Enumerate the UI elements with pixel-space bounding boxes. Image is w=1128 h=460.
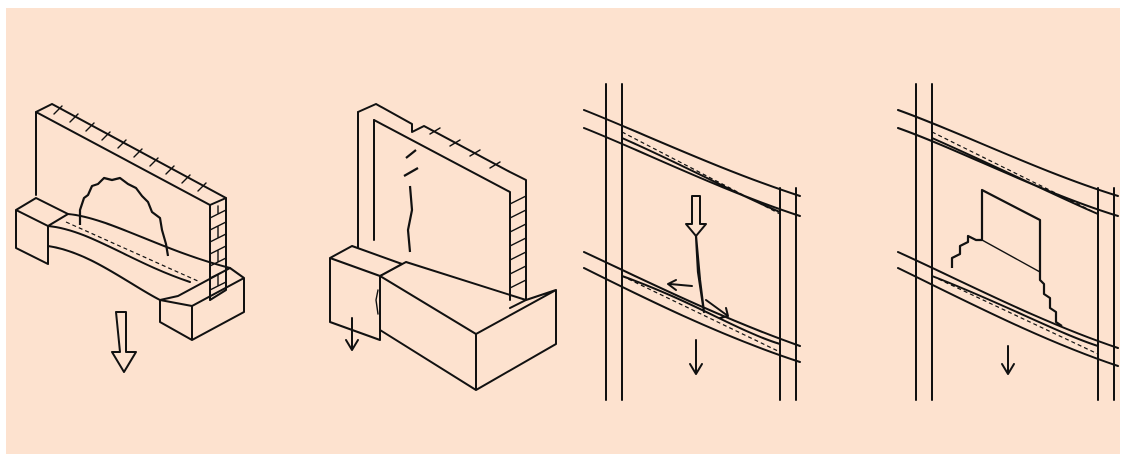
brick-joints-end <box>209 205 227 291</box>
infill-panel <box>931 137 1099 347</box>
big-block <box>379 261 557 391</box>
crack-diagonal <box>981 239 1041 273</box>
original-line <box>65 221 201 283</box>
wall-face <box>373 119 511 301</box>
bottom-beam <box>897 251 1119 367</box>
settlement-arrow-icon <box>345 317 359 351</box>
block-gap <box>375 289 379 315</box>
vertical-crack-icon <box>403 149 419 253</box>
panel-wall-differential <box>329 103 557 391</box>
load-arrow-icon <box>685 195 707 237</box>
panel-background <box>6 8 1120 454</box>
settlement-arrow-icon <box>1001 345 1015 375</box>
brick-joints-top <box>53 105 207 192</box>
wall-top-outline <box>357 103 527 309</box>
panel-wall-sagging <box>15 103 245 373</box>
vertical-crack <box>694 234 706 314</box>
right-block <box>159 267 245 341</box>
panel-frame-stepped-crack <box>897 83 1119 401</box>
top-beam <box>583 109 801 217</box>
brick-joints <box>429 127 527 289</box>
top-beam <box>897 109 1119 217</box>
panel-frame-vertical-crack <box>583 83 801 401</box>
settlement-arrow-icon <box>111 311 137 373</box>
wall-end <box>209 197 227 301</box>
bottom-beam-original <box>931 275 1099 355</box>
left-block <box>15 197 69 265</box>
wall-left-edge <box>357 111 375 249</box>
top-beam-original <box>931 131 1099 215</box>
bottom-beam <box>583 251 801 363</box>
spreading-arrows-icon <box>667 279 729 319</box>
wall-top <box>35 103 227 206</box>
arch-crack-icon <box>78 176 170 257</box>
settlement-arrow-icon <box>689 339 703 375</box>
stepped-crack-icon <box>950 188 1063 327</box>
bottom-beam-original <box>621 275 781 353</box>
infill-panel <box>621 137 781 345</box>
sagging-beam <box>47 213 231 301</box>
